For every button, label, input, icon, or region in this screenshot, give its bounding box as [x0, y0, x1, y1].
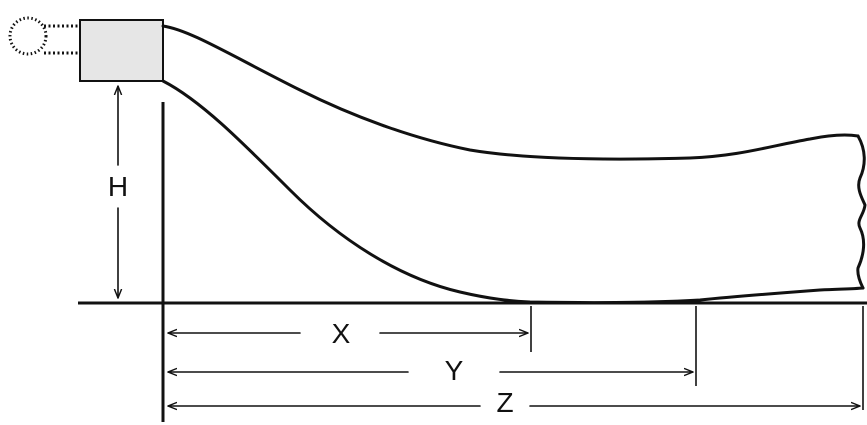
- z-label: Z: [496, 387, 513, 418]
- y-label: Y: [445, 355, 464, 386]
- nozzle-box: [79, 19, 164, 82]
- plume-right-edge: [856, 134, 867, 290]
- x-label: X: [332, 318, 351, 349]
- height-label: H: [108, 171, 128, 202]
- dotted-circle: [8, 16, 48, 56]
- plume-lower-edge: [161, 79, 865, 305]
- plume-upper-edge: [161, 24, 860, 161]
